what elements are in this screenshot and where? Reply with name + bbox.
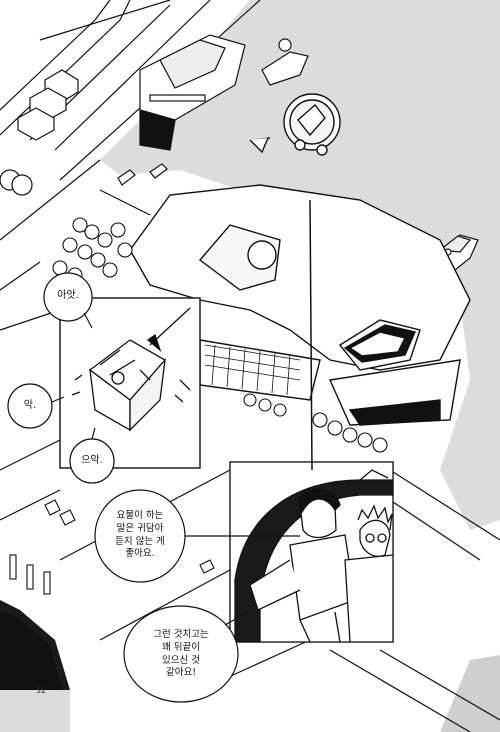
orb-vehicle-icon bbox=[249, 93, 341, 156]
speech-text-1: 요물이 하는 말은 귀담아 듣지 않는 게 좋아요. bbox=[115, 510, 165, 560]
sfx-text-1: 아앗. bbox=[57, 290, 79, 301]
building-windows bbox=[204, 344, 301, 396]
small-cars bbox=[117, 163, 168, 186]
posts bbox=[9, 499, 215, 595]
box-creature-icon bbox=[71, 307, 191, 432]
sfx-text-3: 으악. bbox=[81, 455, 103, 466]
terminal-building bbox=[129, 184, 471, 426]
page-number: 32 bbox=[36, 686, 47, 695]
ferry-ship-icon bbox=[139, 34, 246, 151]
sfx-bubbles bbox=[7, 272, 115, 484]
speech-bubbles bbox=[94, 489, 300, 703]
warehouse-blocks bbox=[0, 69, 79, 196]
trees-right bbox=[243, 393, 388, 453]
hovercraft-icon bbox=[261, 38, 309, 86]
sfx-text-2: 악. bbox=[23, 400, 37, 411]
pole bbox=[309, 199, 313, 471]
trees-left bbox=[52, 217, 133, 283]
characters-illustration bbox=[230, 462, 393, 642]
speech-text-2: 그런 것치고는 꽤 뒤끝이 있으신 것 같아요! bbox=[153, 629, 209, 679]
